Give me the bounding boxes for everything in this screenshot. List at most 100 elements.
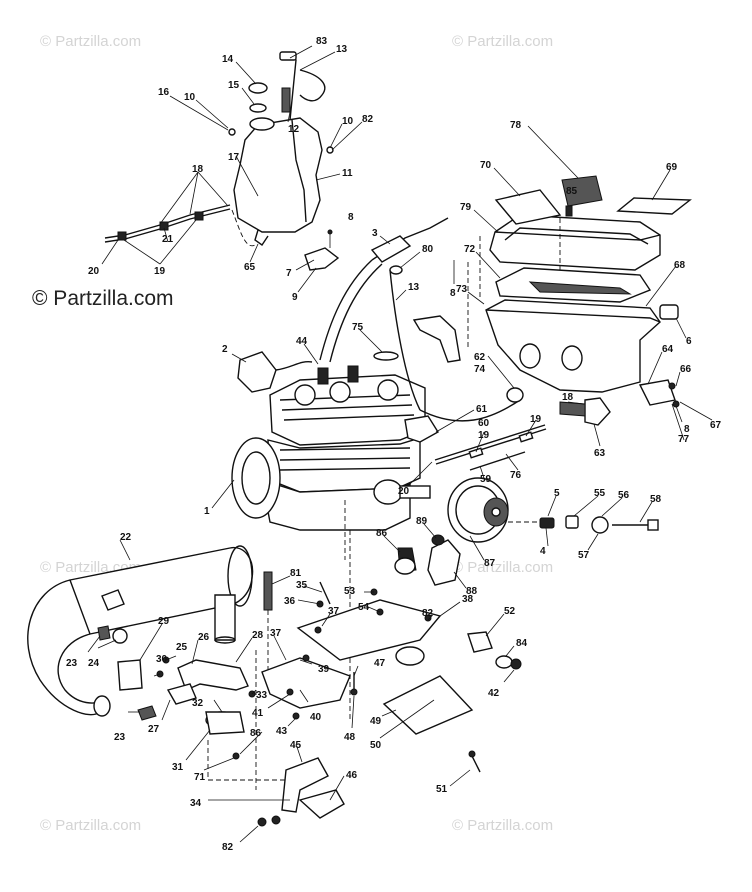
callout-65: 65 [244,262,256,273]
filler-neck [249,117,275,131]
bolt-head [647,519,659,531]
plate-49 [382,675,474,735]
callout-54: 54 [358,602,370,613]
watermark-text: © Partzilla.com [452,817,553,834]
callout-37: 37 [328,606,340,617]
vent-hose [299,69,326,102]
block-fins [279,447,411,471]
airbox-bracket [412,315,461,363]
callout-83: 83 [316,36,328,47]
bracket-45 [281,757,329,813]
engine-plate-38 [296,599,442,661]
filter-pad [494,189,562,225]
callout-34: 34 [190,798,202,809]
crankshaft [399,485,431,499]
callout-48: 48 [344,732,356,743]
watermark-text: © Partzilla.com [452,33,553,50]
callout-52: 52 [504,606,516,617]
callout-50: 50 [370,740,382,751]
callout-81: 81 [290,568,302,579]
callout-63: 63 [594,448,606,459]
ignition-coil [237,351,277,393]
screen-mesh [528,281,632,295]
line-clamp [194,211,204,221]
callout-13: 13 [336,44,348,55]
callout-84: 84 [516,638,528,649]
callout-68: 68 [674,260,686,271]
watermark-text: © Partzilla.com [40,33,141,50]
muffler-hanger [101,589,125,611]
callout-55: 55 [594,488,606,499]
tank-cap [248,82,268,94]
intake-manifold [404,415,439,443]
callout-71: 71 [194,772,206,783]
callout-76: 76 [510,470,522,481]
callout-77: 77 [678,434,690,445]
mount-bracket [304,247,340,271]
callout-85: 85 [566,186,578,197]
callout-57: 57 [578,550,590,561]
linkage-rod [434,424,546,461]
callout-29: 29 [158,616,170,627]
filter-element [561,175,603,207]
callout-1: 1 [204,506,210,517]
bushing-55 [565,515,579,529]
cable-13-route [419,399,521,422]
bolt-35 [319,581,331,605]
oil-tank-assembly [104,51,340,271]
callout-41: 41 [252,708,264,719]
callout-61: 61 [476,404,488,415]
callout-86: 86 [250,728,262,739]
engine-assembly [231,217,611,720]
fitting-6 [659,304,679,320]
washer-42 [510,658,522,670]
exhaust-pipe-inner [57,633,106,704]
brand-label-line1: © Partzilla.com [32,287,174,310]
oil-tank-body [233,117,323,233]
engine-mount-assembly [394,534,461,586]
nut-84 [495,655,513,669]
callout-58: 58 [650,494,662,505]
exhaust-spring-23 [97,625,111,641]
line-clamp [159,221,169,231]
throttle-cable [319,259,373,361]
muffler-end [227,545,253,607]
intake-port [561,345,583,371]
callout-15: 15 [228,80,240,91]
callout-8: 8 [348,212,354,223]
callout-26: 26 [198,632,210,643]
grommet-52 [467,631,493,653]
callout-82: 82 [362,114,374,125]
callout-79: 79 [460,202,472,213]
callout-35: 35 [296,580,308,591]
callout-19: 19 [154,266,166,277]
cap-gasket [249,103,267,113]
callout-70: 70 [480,160,492,171]
pulse-hose [559,401,586,417]
callout-67: 67 [710,420,722,431]
callout-82: 82 [222,842,234,853]
callout-64: 64 [662,344,674,355]
callout-11: 11 [342,168,353,179]
callout-49: 49 [370,716,382,727]
callout-labels: 83 13 14 15 16 10 12 10 82 17 11 18 21 1… [66,36,722,853]
dipstick-spring [281,87,291,113]
drain-fitting [254,229,269,246]
oil-tank-seam [291,119,307,223]
callout-13: 13 [408,282,420,293]
callout-23: 23 [66,658,78,669]
bracket-40 [261,657,351,709]
callout-21: 21 [162,234,174,245]
callout-30: 30 [156,654,168,665]
callout-3: 3 [372,228,378,239]
callout-88: 88 [466,586,478,597]
spacer-5 [539,517,555,529]
callout-46: 46 [346,770,358,781]
callout-19: 19 [530,414,542,425]
pipe-end [93,695,111,717]
callout-74: 74 [474,364,486,375]
fuel-pump [584,397,611,426]
mounting-plates [156,581,522,827]
callout-25: 25 [176,642,188,653]
callout-33: 33 [256,690,268,701]
